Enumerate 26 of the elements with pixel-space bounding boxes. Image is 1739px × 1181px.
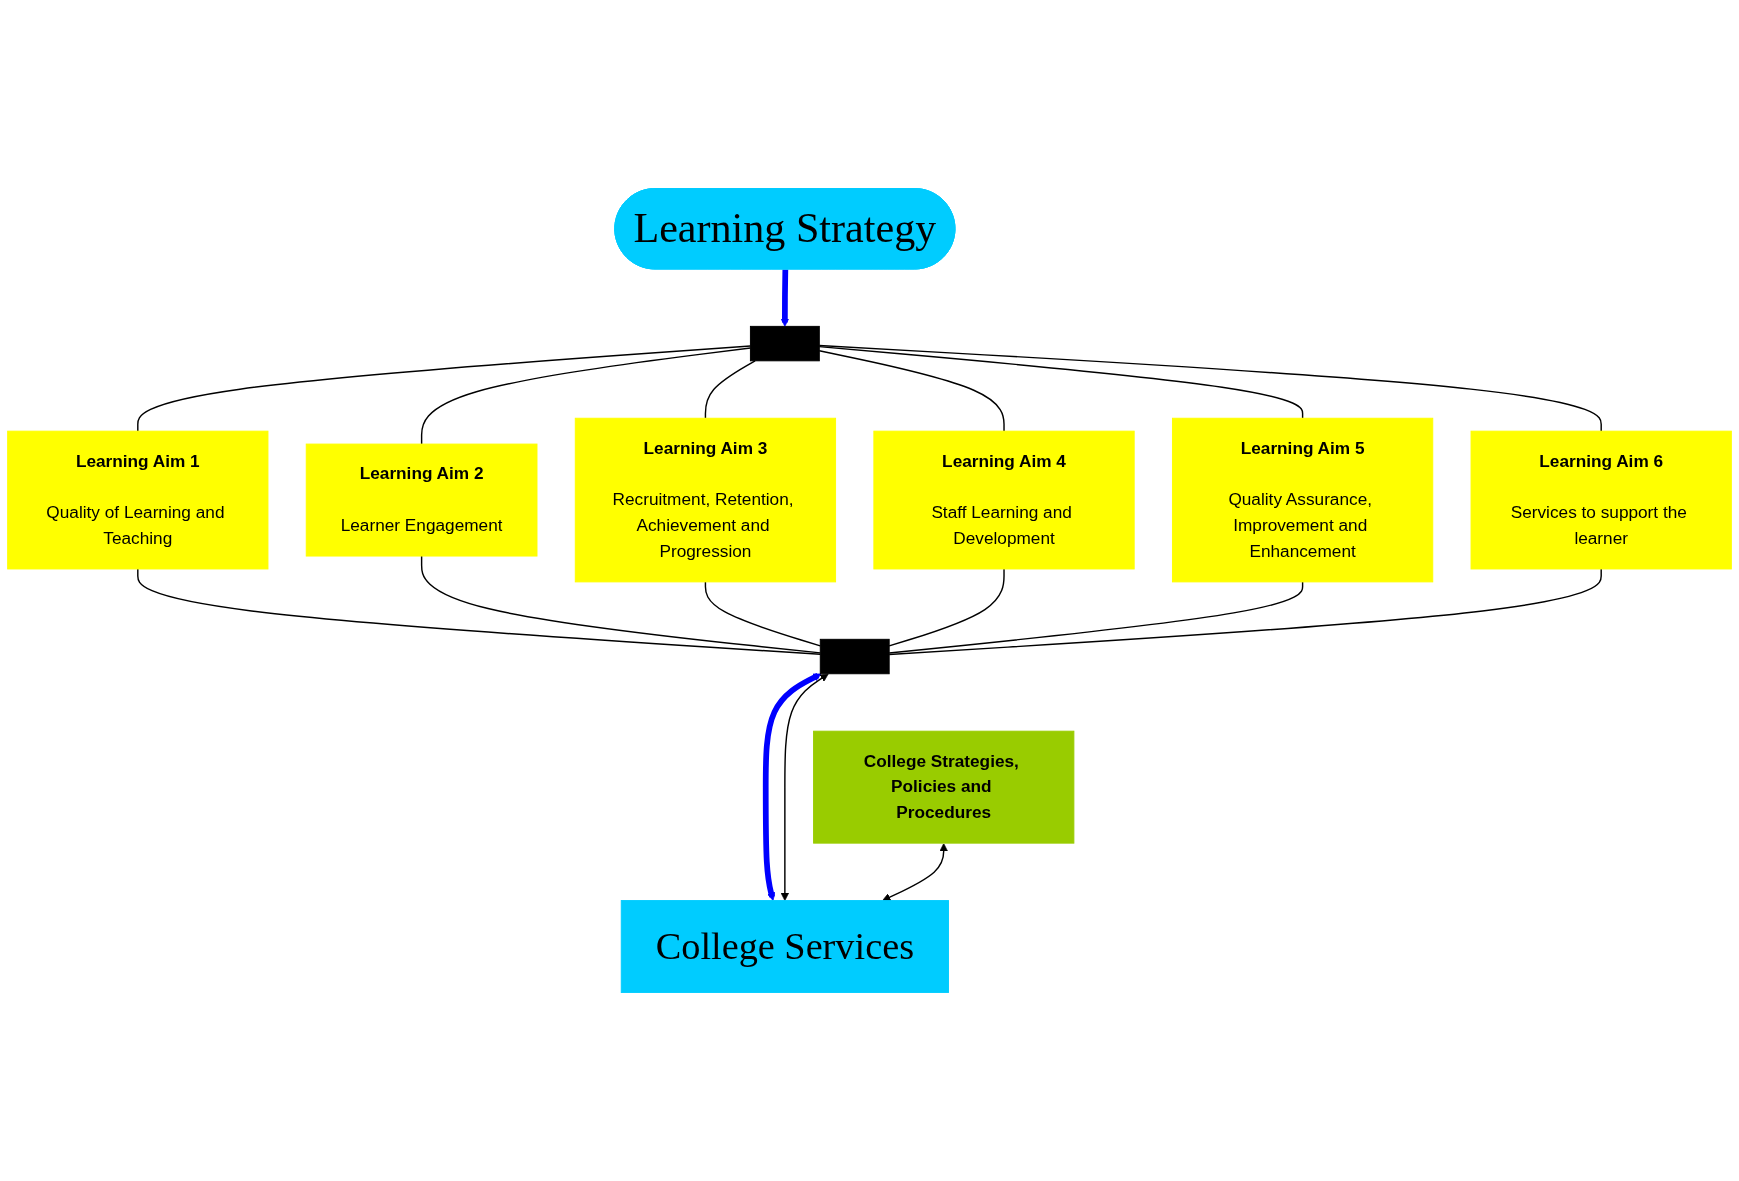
- node-box: Learning Aim 1 Quality of Learning and Teaching: [7, 430, 269, 570]
- arrow: [762, 672, 822, 901]
- connector: [888, 581, 1304, 654]
- connector: [704, 360, 756, 419]
- arrow: [780, 269, 790, 327]
- node-box: College Services: [620, 900, 949, 993]
- node-box: Learning Aim 6 Services to support the learner: [1470, 430, 1732, 570]
- connector: [888, 568, 1005, 647]
- arrow: [882, 843, 948, 902]
- node-box: Learning Aim 4 Staff Learning and Development: [873, 430, 1135, 570]
- node-box: Learning Aim 3 Recruitment, Retention, Achievement and Progression: [574, 417, 837, 583]
- connector: [137, 568, 821, 656]
- connector: [420, 347, 752, 445]
- connector: [818, 350, 1005, 432]
- node-bar: [749, 325, 820, 362]
- node-bar: [819, 638, 890, 675]
- connector: [704, 581, 821, 647]
- connector: [818, 344, 1602, 432]
- node-box: Learning Aim 2 Learner Engagement: [305, 443, 538, 557]
- arrow: [780, 673, 829, 901]
- node-box: Learning Aim 5 Quality Assurance, Improvement and Enhancement: [1171, 417, 1434, 583]
- connector: [818, 345, 1304, 419]
- connector: [137, 345, 752, 432]
- node-box: College Strategies, Policies and Procedures: [813, 730, 1075, 844]
- connector: [420, 555, 821, 654]
- connector: [888, 568, 1602, 656]
